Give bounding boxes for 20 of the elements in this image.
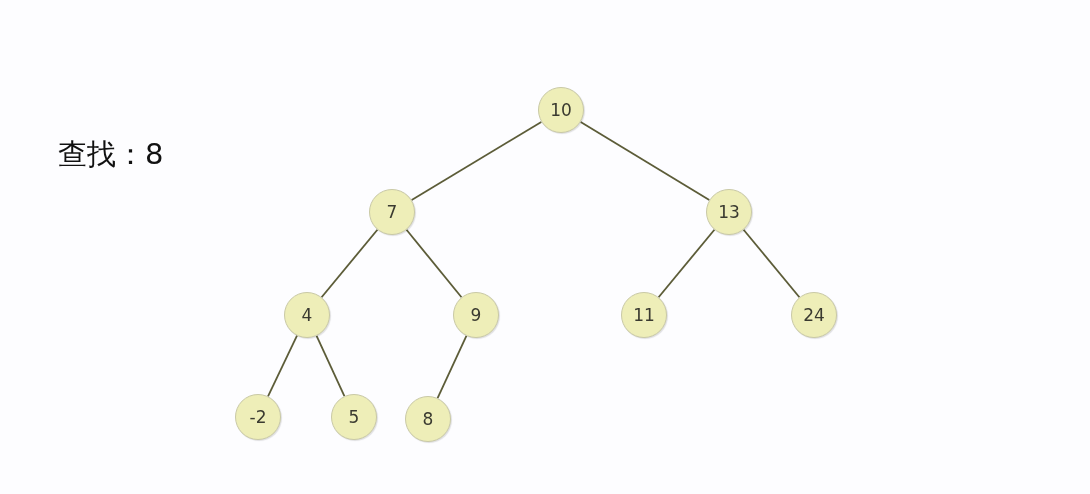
search-label: 查找：8 [58,137,164,172]
connector-line [405,228,463,299]
connector-line [320,228,379,299]
connector-line [579,121,711,201]
tree-node: 24 [791,292,837,338]
tree-node: 7 [369,189,415,235]
connector-line [410,121,543,201]
tree-node: 10 [538,87,584,133]
connector-line [267,334,298,398]
tree-node: 8 [405,396,451,442]
connector-line [315,335,346,397]
tree-node: 9 [453,292,499,338]
tree-node: 11 [621,292,667,338]
connector-line [436,335,468,399]
connector-line [742,228,801,299]
tree-node: 13 [706,189,752,235]
tree-node: 5 [331,394,377,440]
tree-node: 4 [284,292,330,338]
connector-line [657,228,716,299]
tree-node: -2 [235,394,281,440]
